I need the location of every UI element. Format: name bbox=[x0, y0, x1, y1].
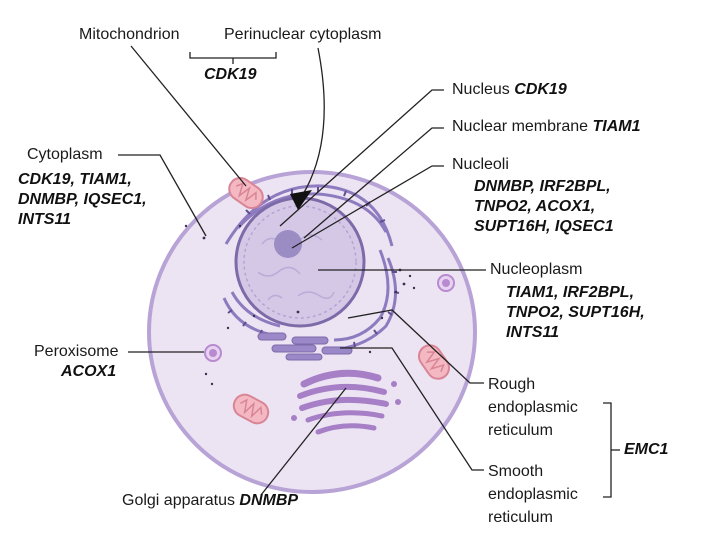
label-nuclear-membrane-text: Nuclear membrane bbox=[452, 118, 589, 135]
peroxisome-shape bbox=[204, 344, 222, 362]
nuclear-membrane-inner bbox=[243, 205, 357, 319]
genes-golgi: DNMBP bbox=[239, 492, 299, 509]
genes-nucleoli-line: DNMBP, IRF2BPL, bbox=[474, 178, 611, 195]
label-golgi-text: Golgi apparatus bbox=[122, 492, 235, 509]
label-smooth-er-line: endoplasmic bbox=[488, 486, 578, 503]
mitochondrion-top bbox=[228, 176, 264, 210]
label-cytoplasm: Cytoplasm bbox=[27, 146, 103, 163]
genes-nucleoplasm-line: TIAM1, IRF2BPL, bbox=[506, 284, 635, 301]
label-perinuclear-cytoplasm: Perinuclear cytoplasm bbox=[224, 26, 382, 43]
label-nucleoli: Nucleoli bbox=[452, 156, 509, 173]
golgi-vesicles bbox=[291, 381, 401, 421]
nucleolus-shape bbox=[274, 230, 302, 258]
label-smooth-er-line: reticulum bbox=[488, 509, 553, 526]
genes-nuclear-membrane: TIAM1 bbox=[592, 118, 641, 135]
label-rough-er-line: reticulum bbox=[488, 422, 553, 439]
label-nucleoplasm: Nucleoplasm bbox=[490, 261, 583, 278]
cell-body bbox=[147, 170, 477, 494]
label-rough-er-line: endoplasmic bbox=[488, 399, 578, 416]
mitochondrion-bottom bbox=[232, 393, 270, 425]
genes-nucleoli: DNMBP, IRF2BPL, TNPO2, ACOX1, SUPT16H, I… bbox=[474, 177, 614, 237]
genes-nucleoplasm-line: TNPO2, SUPT16H, bbox=[506, 304, 645, 321]
label-peroxisome: Peroxisome bbox=[34, 343, 119, 360]
genes-cytoplasm-line: CDK19, TIAM1, bbox=[18, 171, 132, 188]
golgi-shape bbox=[297, 369, 389, 435]
label-nucleus-text: Nucleus bbox=[452, 81, 510, 98]
genes-nucleoplasm: TIAM1, IRF2BPL, TNPO2, SUPT16H, INTS11 bbox=[506, 283, 645, 343]
label-mitochondrion: Mitochondrion bbox=[79, 26, 180, 43]
genes-nucleus: CDK19 bbox=[514, 81, 567, 98]
genes-nucleoplasm-line: INTS11 bbox=[506, 324, 560, 341]
label-rough-er: Rough endoplasmic reticulum bbox=[488, 373, 578, 442]
label-nuclear-membrane: Nuclear membrane TIAM1 bbox=[452, 117, 641, 137]
label-smooth-er-line: Smooth bbox=[488, 463, 544, 480]
genes-nucleoli-line: SUPT16H, IQSEC1 bbox=[474, 218, 614, 235]
cytoplasm-speckles bbox=[184, 224, 416, 386]
genes-cytoplasm-line: DNMBP, IQSEC1, bbox=[18, 191, 147, 208]
genes-nucleoli-line: TNPO2, ACOX1, bbox=[474, 198, 596, 215]
perinuclear-arrowhead bbox=[290, 190, 312, 210]
genes-cytoplasm: CDK19, TIAM1, DNMBP, IQSEC1, INTS11 bbox=[18, 170, 147, 230]
label-golgi: Golgi apparatus DNMBP bbox=[122, 491, 298, 511]
leader-lines bbox=[118, 45, 620, 498]
smooth-er-shape bbox=[257, 332, 353, 361]
genes-cytoplasm-line: INTS11 bbox=[18, 211, 72, 228]
genes-peroxisome: ACOX1 bbox=[61, 363, 117, 380]
label-smooth-er: Smooth endoplasmic reticulum bbox=[488, 460, 578, 529]
genes-perinuclear: CDK19 bbox=[204, 66, 257, 83]
peroxisome-right bbox=[437, 274, 455, 292]
label-nucleus: Nucleus CDK19 bbox=[452, 80, 567, 100]
label-rough-er-line: Rough bbox=[488, 376, 536, 393]
mitochondrion-right bbox=[417, 344, 451, 380]
genes-er: EMC1 bbox=[624, 441, 669, 458]
